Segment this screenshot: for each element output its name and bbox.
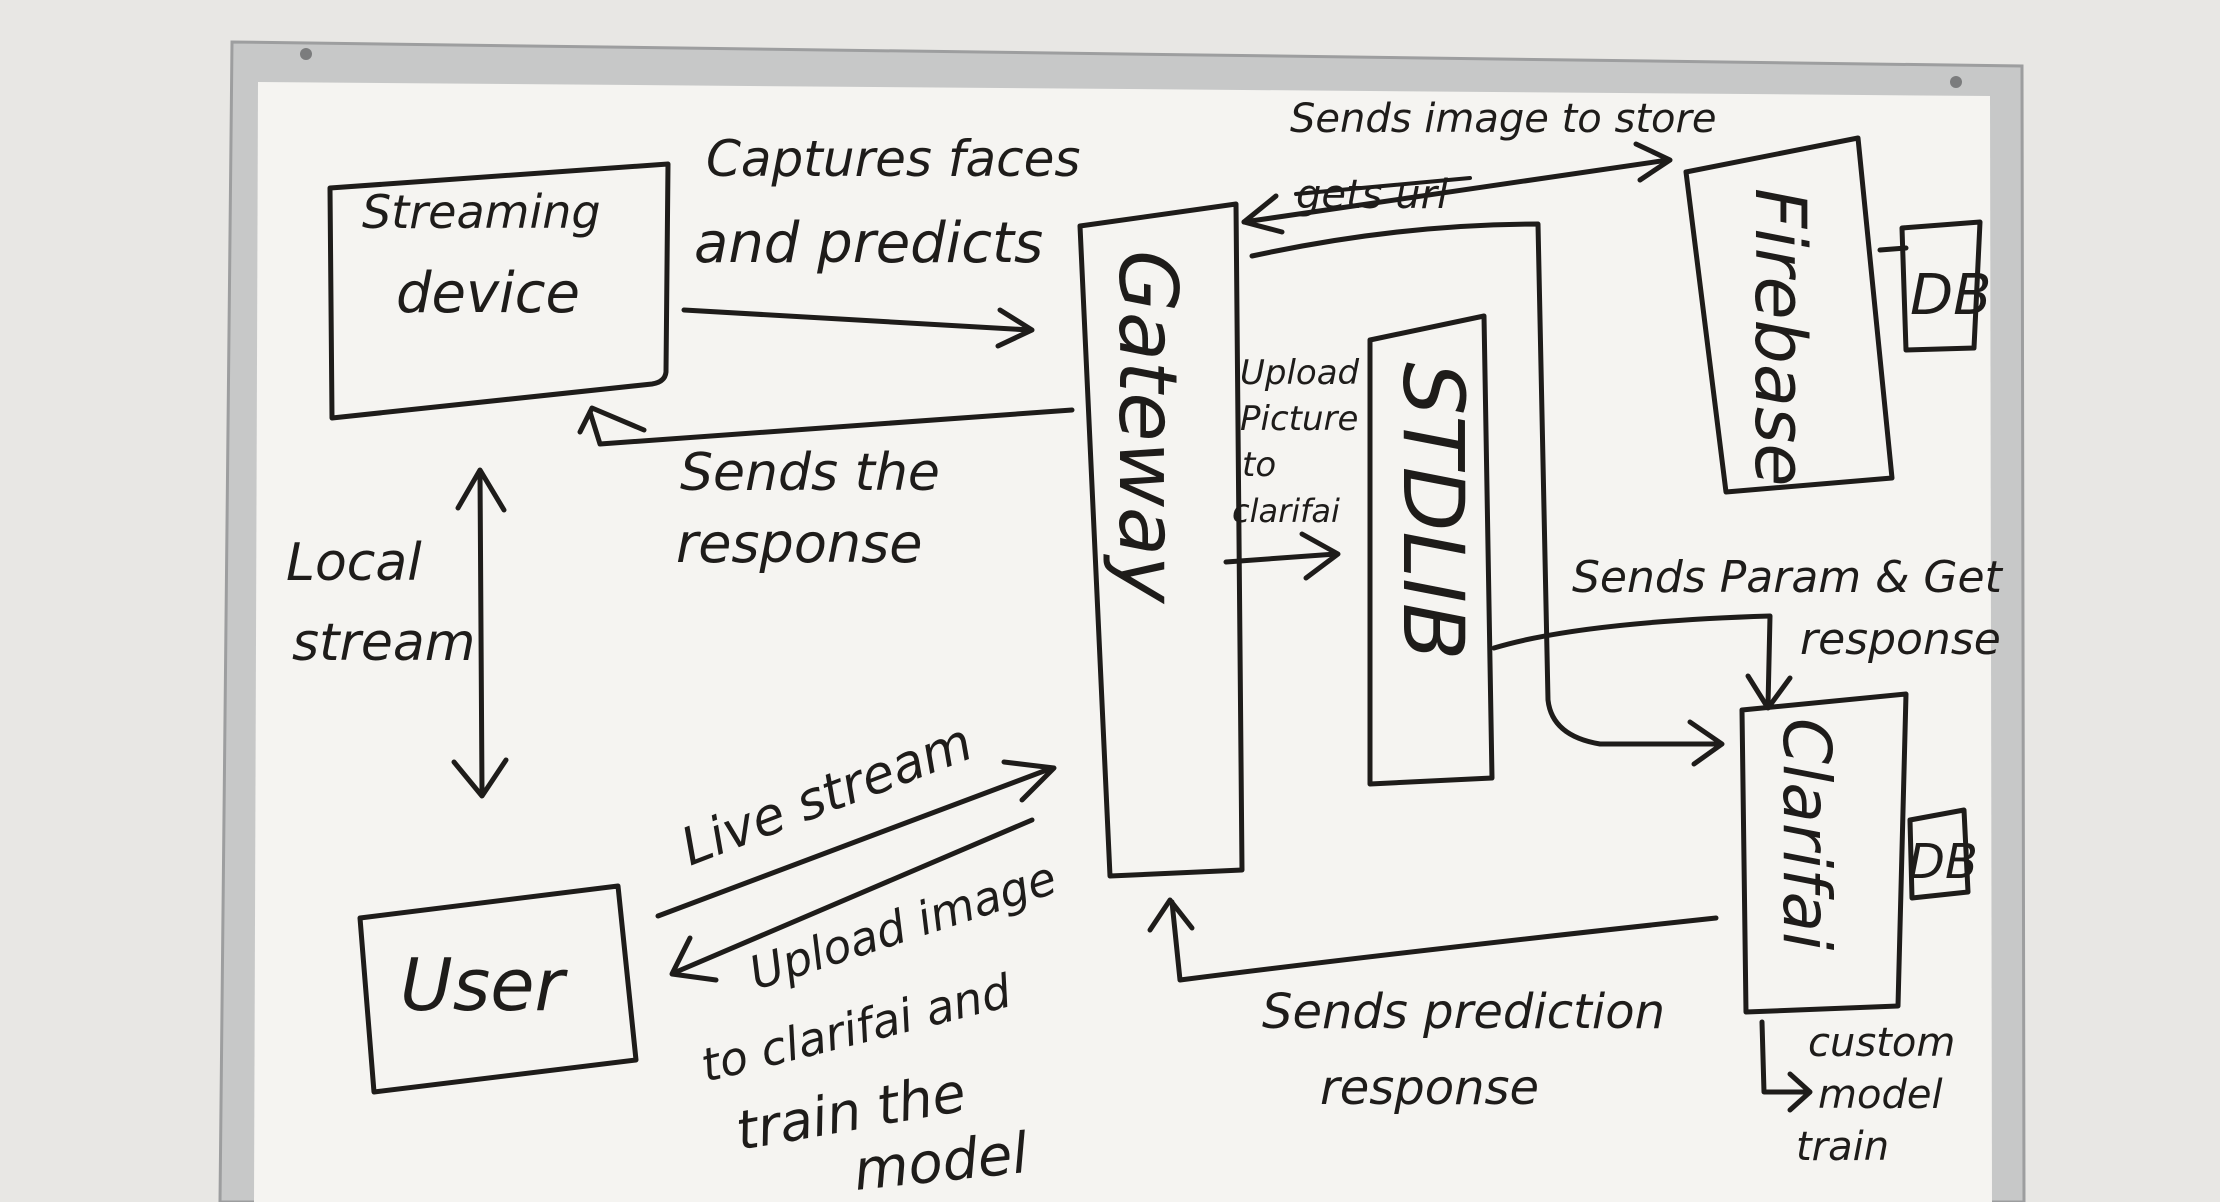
clarifai-box	[1739, 691, 1909, 1015]
frame-screw-right	[1950, 76, 1962, 88]
sends-prediction-arrow	[1169, 899, 1719, 983]
streaming-device-label-1: Streaming	[362, 185, 601, 239]
sends-response-arrow	[587, 407, 1075, 447]
firebase-db-label: DB	[1910, 263, 1992, 328]
upload-image-arrowhead	[669, 935, 719, 983]
captures-arrow	[681, 307, 1033, 333]
sends-image-label: Sends image to store	[1290, 96, 1717, 142]
sends-response-arrowhead	[577, 405, 647, 435]
live-stream-arrow	[655, 765, 1055, 919]
clarifai-label: Clarifai	[1768, 718, 1845, 951]
upload-picture-label-2: Picture	[1240, 399, 1358, 439]
sends-prediction-arrowhead	[1147, 897, 1195, 933]
stdlib-box	[1367, 313, 1495, 787]
sends-param-label-2: response	[1800, 614, 2001, 665]
upload-picture-label-1: Upload	[1240, 353, 1360, 393]
frame-screw-left	[300, 48, 312, 60]
stdlib-label: STDLIB	[1384, 362, 1482, 661]
gets-url-label: gets url	[1296, 172, 1448, 218]
gets-url-strike	[1294, 176, 1472, 196]
board-surface	[254, 82, 1992, 1202]
upload-picture-label-3: to	[1242, 445, 1276, 485]
sends-image-arrow	[1241, 157, 1671, 225]
streaming-device-box	[327, 161, 671, 421]
live-stream-arrowhead	[1001, 759, 1057, 803]
firebase-box	[1683, 135, 1895, 495]
firebase-db-box	[1899, 219, 1983, 353]
user-box	[357, 883, 639, 1095]
local-stream-arrow	[477, 469, 485, 795]
sends-param-label-1: Sends Param & Get	[1572, 552, 2004, 603]
upload-image-arrow	[673, 817, 1035, 975]
captures-label-1: Captures faces	[706, 130, 1080, 188]
gateway-to-clarifai-route	[1249, 221, 1723, 747]
custom-model-label-2: model	[1818, 1072, 1943, 1118]
gateway-label: Gateway	[1101, 250, 1194, 605]
sends-response-label-2: response	[676, 512, 922, 575]
upload-picture-arrowhead	[1299, 531, 1341, 581]
firebase-label: Firebase	[1739, 188, 1821, 486]
sends-image-arrowhead-left	[1241, 193, 1285, 235]
sends-response-label-1: Sends the	[680, 443, 940, 503]
custom-model-label-3: train	[1796, 1124, 1889, 1170]
sends-image-arrowhead-right	[1633, 141, 1673, 183]
gateway-box	[1077, 201, 1245, 879]
local-stream-arrowhead-up	[455, 467, 507, 513]
captures-arrowhead	[995, 307, 1035, 349]
custom-model-label-1: custom	[1808, 1020, 1955, 1066]
clarifai-db-label: DB	[1908, 834, 1978, 890]
gateway-to-clarifai-arrowhead	[1687, 719, 1725, 767]
sends-prediction-label-1: Sends prediction	[1262, 984, 1665, 1040]
upload-picture-arrow	[1223, 551, 1339, 565]
captures-label-2: and predicts	[694, 211, 1043, 276]
sends-prediction-label-2: response	[1320, 1060, 1539, 1116]
upload-picture-label-4: clarifai	[1232, 492, 1340, 530]
streaming-device-label-2: device	[396, 261, 580, 326]
local-stream-label-2: stream	[292, 613, 475, 673]
local-stream-arrowhead-down	[451, 757, 509, 799]
stdlib-to-clarifai-arrow	[1491, 613, 1773, 709]
clarifai-db-box	[1907, 807, 1971, 901]
custom-model-arrowhead	[1787, 1071, 1813, 1113]
user-label: User	[400, 943, 569, 1027]
custom-model-arrow	[1759, 1019, 1811, 1095]
local-stream-label-1: Local	[286, 533, 422, 593]
